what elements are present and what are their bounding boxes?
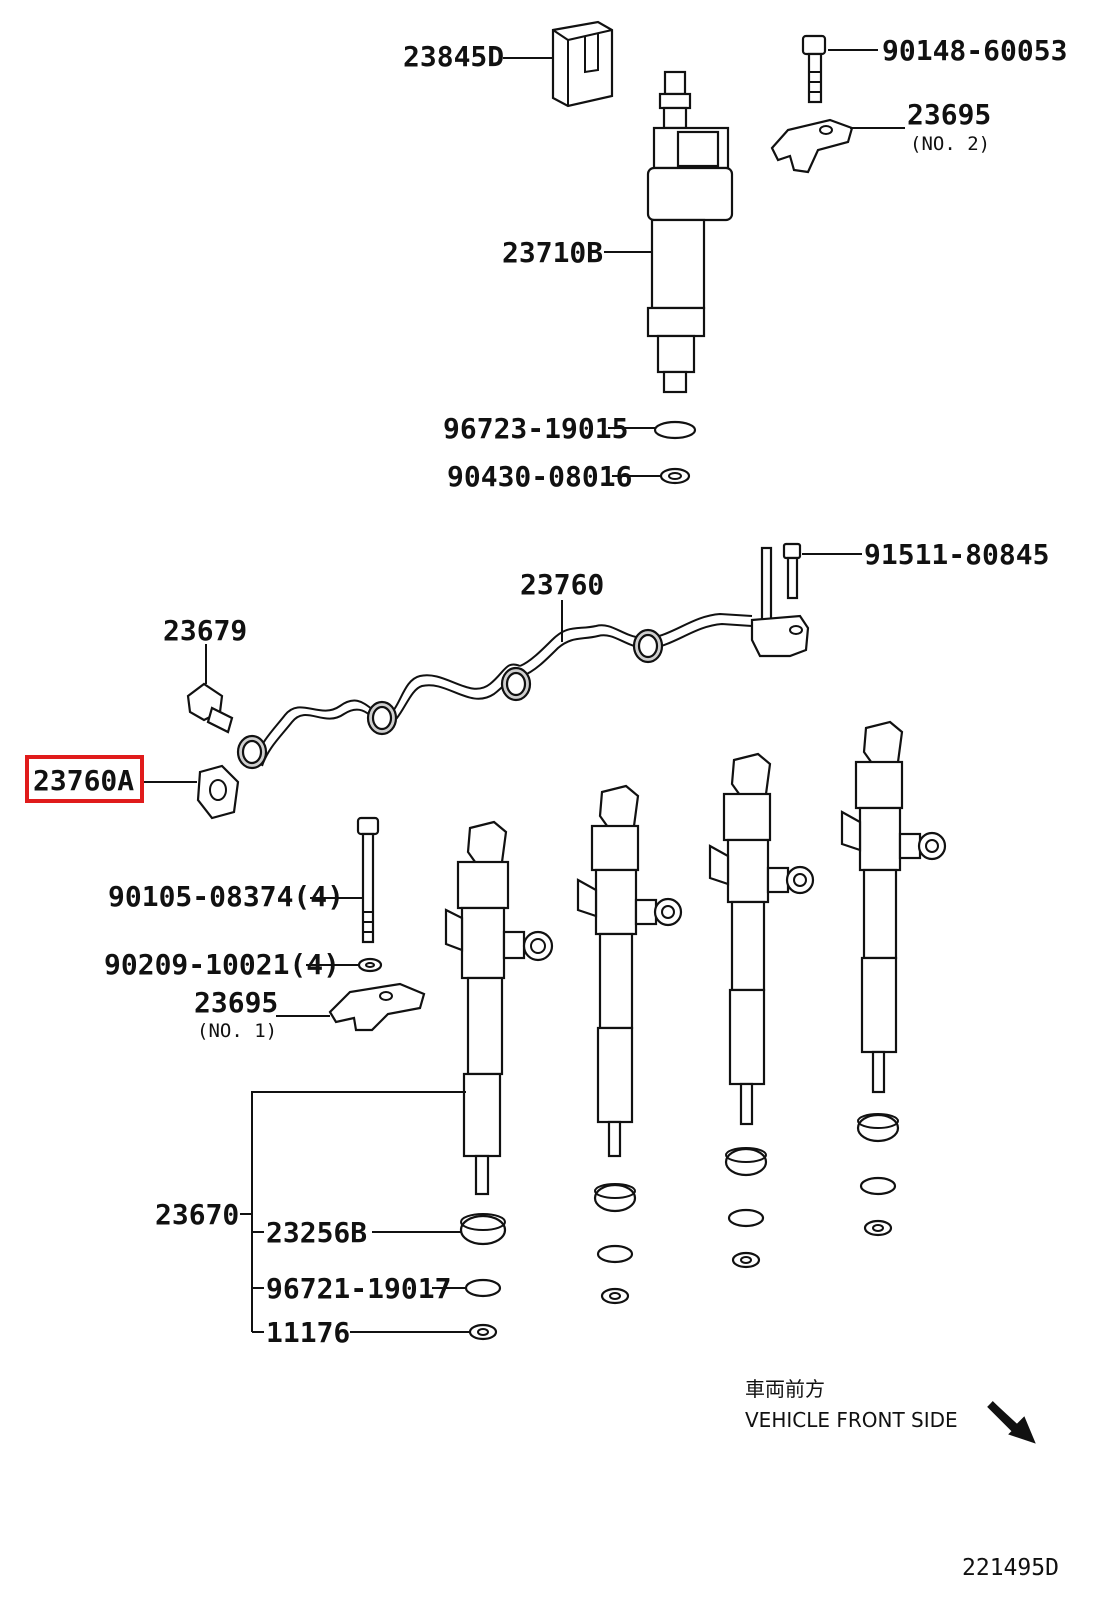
injector-clamp-no1[interactable]: [328, 982, 426, 1032]
injector-2[interactable]: [576, 784, 683, 1158]
label-23845D[interactable]: 23845D: [403, 40, 504, 73]
label-90105-08374[interactable]: 90105-08374(4): [108, 880, 344, 913]
washer-90209[interactable]: [357, 957, 383, 973]
label-23695-no2-sub: (NO. 2): [910, 133, 990, 155]
front-note-en: VEHICLE FRONT SIDE: [745, 1408, 958, 1432]
front-direction-arrow-icon: [987, 1401, 1036, 1444]
injector-4-seals[interactable]: [856, 1113, 900, 1237]
o-ring-96721[interactable]: [464, 1278, 502, 1298]
diagram-code: 221495D: [962, 1555, 1059, 1581]
injector-4[interactable]: [840, 720, 947, 1094]
injector-cover-clip[interactable]: [551, 20, 614, 108]
washer-90430[interactable]: [659, 467, 691, 485]
leakage-pipe-23760[interactable]: [236, 546, 810, 770]
label-23256B[interactable]: 23256B: [266, 1216, 367, 1249]
seal-23256B[interactable]: [459, 1213, 507, 1246]
o-ring-96723[interactable]: [653, 420, 697, 440]
label-23670[interactable]: 23670: [155, 1198, 239, 1231]
injector-3-seals[interactable]: [724, 1147, 768, 1269]
highlight-box: [25, 755, 144, 803]
label-11176[interactable]: 11176: [266, 1316, 350, 1349]
pipe-clip-23760A[interactable]: [196, 764, 240, 820]
label-90430-08016[interactable]: 90430-08016: [447, 460, 632, 493]
label-96723-19015[interactable]: 96723-19015: [443, 412, 628, 445]
label-23710B[interactable]: 23710B: [502, 236, 603, 269]
label-23695-no1-sub: (NO. 1): [197, 1020, 277, 1042]
label-96721-19017[interactable]: 96721-19017: [266, 1272, 451, 1305]
injector-2-seals[interactable]: [593, 1183, 637, 1305]
label-23760[interactable]: 23760: [520, 568, 604, 601]
bolt-90105[interactable]: [356, 816, 380, 944]
washer-11176[interactable]: [468, 1323, 498, 1341]
front-note-jp: 車両前方: [745, 1377, 825, 1401]
label-23679[interactable]: 23679: [163, 614, 247, 647]
union-bolt-23679[interactable]: [186, 682, 234, 734]
bolt-90148[interactable]: [801, 34, 827, 104]
label-23695-no1[interactable]: 23695: [194, 986, 278, 1019]
injector-clamp-no2[interactable]: [770, 118, 854, 174]
bolt-91511[interactable]: [782, 542, 802, 600]
injector-3[interactable]: [708, 752, 815, 1126]
leader-23670: [251, 1091, 466, 1332]
injector-23710B[interactable]: [646, 70, 734, 394]
label-90209-10021[interactable]: 90209-10021(4): [104, 948, 340, 981]
label-23695-no2[interactable]: 23695: [907, 98, 991, 131]
label-90148-60053[interactable]: 90148-60053: [882, 34, 1067, 67]
injector-1[interactable]: [444, 820, 554, 1196]
label-23760A[interactable]: 23760A: [33, 764, 134, 797]
label-91511-80845[interactable]: 91511-80845: [864, 538, 1049, 571]
